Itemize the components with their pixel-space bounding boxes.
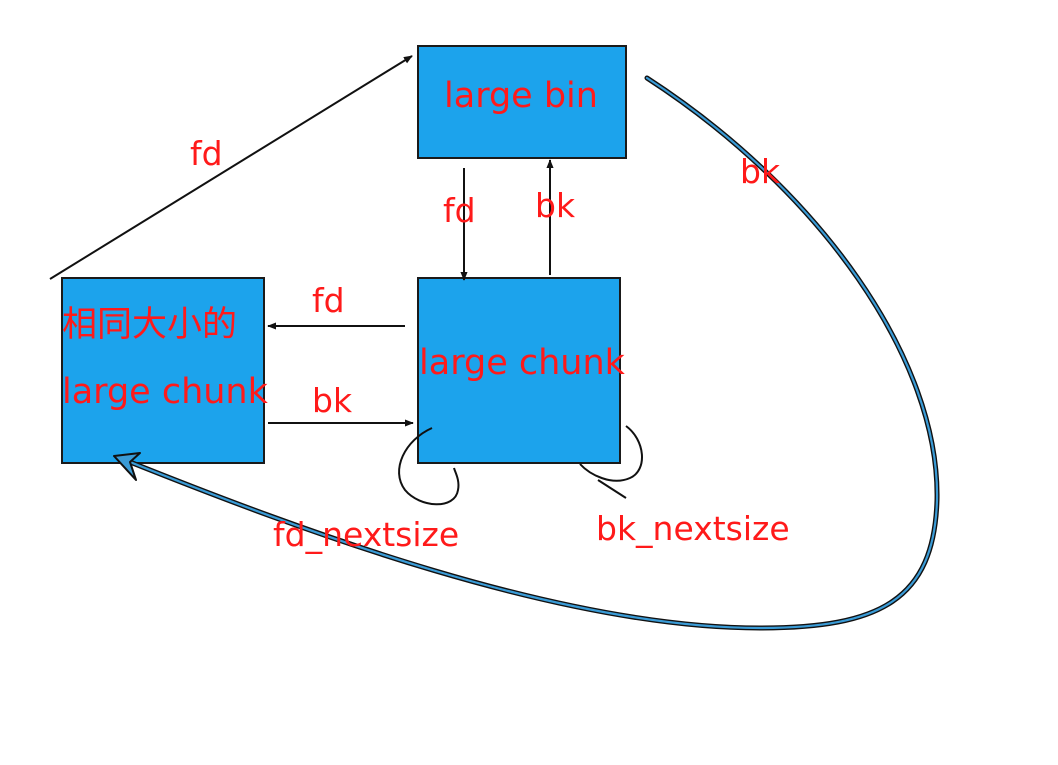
fd-nextsize-loop bbox=[398, 427, 460, 506]
edge-label-chunk-to-same-fd: fd bbox=[312, 281, 345, 320]
bk-curve-bin-to-same-chunk bbox=[113, 75, 940, 631]
bk-curve-arrowhead bbox=[113, 452, 141, 481]
edge-label-fd-nextsize: fd_nextsize bbox=[273, 515, 459, 554]
large-bin-box bbox=[417, 45, 627, 159]
edge-label-outer-bk: bk bbox=[740, 152, 781, 191]
large-bin-label: large bin bbox=[444, 76, 598, 116]
large-bin-node: large bin bbox=[417, 45, 627, 159]
same-size-chunk-node: 相同大小的 large chunk bbox=[61, 277, 269, 464]
same-size-chunk-label-line2: large chunk bbox=[62, 372, 269, 412]
edge-label-same-to-chunk-bk: bk bbox=[312, 381, 353, 420]
edge-label-bin-to-chunk-fd: fd bbox=[443, 191, 476, 230]
edge-label-bk-nextsize: bk_nextsize bbox=[596, 509, 790, 548]
large-chunk-node: large chunk bbox=[417, 277, 626, 464]
edge-label-chunk-to-bin-bk: bk bbox=[535, 186, 576, 225]
same-size-chunk-label-line1: 相同大小的 bbox=[62, 305, 237, 345]
bk-nextsize-tail bbox=[597, 479, 627, 499]
fd-arrow-same-chunk-to-bin bbox=[49, 55, 413, 280]
bk-nextsize-loop bbox=[579, 425, 643, 482]
large-chunk-box bbox=[417, 277, 621, 464]
edge-label-outer-fd: fd bbox=[190, 134, 223, 173]
large-chunk-label: large chunk bbox=[419, 343, 626, 383]
same-size-chunk-box bbox=[61, 277, 265, 464]
